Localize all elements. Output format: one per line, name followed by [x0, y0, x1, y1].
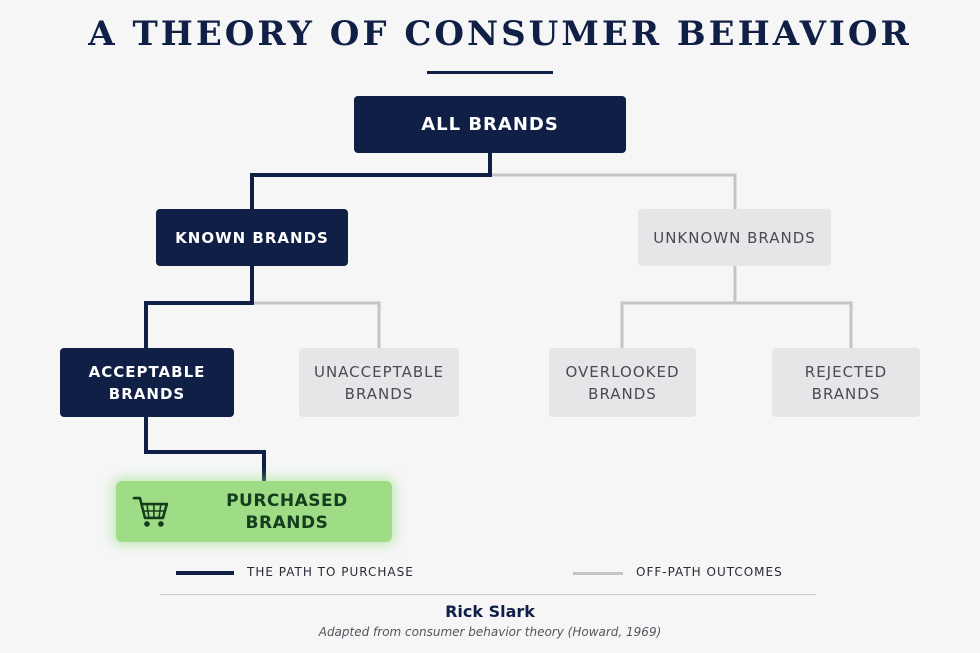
legend-off-path-swatch	[573, 572, 623, 575]
shopping-cart-icon	[132, 496, 169, 527]
legend-path-label: THE PATH TO PURCHASE	[247, 565, 414, 579]
page-title: A THEORY OF CONSUMER BEHAVIOR	[88, 14, 912, 54]
node-label: UNACCEPTABLE BRANDS	[313, 362, 445, 403]
connector-all-to-known	[250, 153, 492, 209]
node-unacceptable-brands: UNACCEPTABLE BRANDS	[299, 348, 459, 417]
node-unknown-brands: UNKNOWN BRANDS	[638, 209, 831, 266]
node-purchased-brands: PURCHASED BRANDS	[116, 481, 392, 542]
author-name: Rick Slark	[445, 602, 535, 621]
connector-all-to-unknown	[490, 173, 737, 209]
footer-divider	[160, 594, 816, 595]
source-citation: Adapted from consumer behavior theory (H…	[318, 625, 662, 639]
node-acceptable-brands: ACCEPTABLE BRANDS	[60, 348, 234, 417]
node-label: ACCEPTABLE BRANDS	[88, 362, 206, 403]
node-rejected-brands: REJECTED BRANDS	[772, 348, 920, 417]
connector-known-to-unacceptable	[252, 301, 381, 348]
node-label: OVERLOOKED BRANDS	[565, 362, 680, 403]
connector-unknown-to-overlooked	[620, 266, 737, 348]
connector-acceptable-to-purchased	[144, 417, 266, 481]
title-underline	[427, 71, 553, 74]
node-label: KNOWN BRANDS	[175, 228, 329, 247]
node-all-brands: ALL BRANDS	[354, 96, 626, 153]
node-overlooked-brands: OVERLOOKED BRANDS	[549, 348, 696, 417]
connector-unknown-to-rejected	[735, 301, 853, 348]
node-label: REJECTED BRANDS	[804, 362, 888, 403]
node-label: UNKNOWN BRANDS	[653, 228, 816, 247]
node-label: PURCHASED BRANDS	[226, 490, 348, 533]
node-known-brands: KNOWN BRANDS	[156, 209, 348, 266]
node-label: ALL BRANDS	[421, 113, 559, 135]
legend-path-swatch	[176, 571, 234, 575]
legend-off-path-label: OFF-PATH OUTCOMES	[636, 565, 783, 579]
connector-known-to-acceptable	[144, 266, 254, 348]
